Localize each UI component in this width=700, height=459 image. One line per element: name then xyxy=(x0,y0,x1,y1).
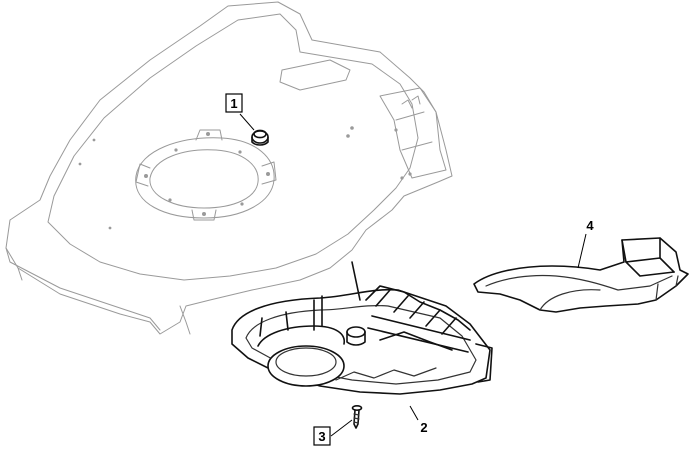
callout-1: 1 xyxy=(225,93,243,113)
part-3-screw xyxy=(351,404,363,429)
leader-4 xyxy=(577,233,587,269)
callout-1-label: 1 xyxy=(230,96,237,111)
part-1-nut xyxy=(251,129,269,146)
leader-2 xyxy=(409,405,419,421)
mower-deck-housing xyxy=(5,1,453,335)
callout-4-label: 4 xyxy=(586,218,594,233)
callout-3: 3 xyxy=(313,426,331,446)
callout-2-label: 2 xyxy=(420,420,427,435)
callout-3-label: 3 xyxy=(318,429,325,444)
leader-3 xyxy=(330,419,353,437)
leader-lines xyxy=(239,113,587,437)
part-2-baffle xyxy=(231,261,493,395)
leader-1 xyxy=(239,113,255,131)
part-4-chute xyxy=(473,237,689,313)
callout-4: 4 xyxy=(586,218,594,233)
callout-2: 2 xyxy=(420,420,427,435)
